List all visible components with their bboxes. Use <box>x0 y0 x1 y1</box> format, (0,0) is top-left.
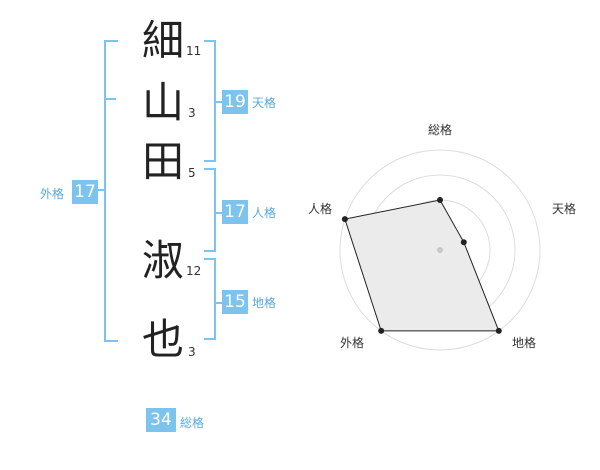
radar-center-dot <box>437 247 443 253</box>
stroke-count-3: 5 <box>188 166 196 180</box>
radar-axis-tenkaku: 天格 <box>552 202 577 216</box>
stroke-count-5: 3 <box>188 345 196 359</box>
gaikaku-bracket <box>104 40 118 342</box>
name-char-2: 山 <box>141 78 184 127</box>
radar-axis-chikaku: 地格 <box>512 336 537 350</box>
gaikaku-connector <box>92 189 104 191</box>
chikaku-connector <box>214 302 222 304</box>
name-char-1: 細 <box>141 16 184 65</box>
jinkaku-bracket <box>204 168 216 252</box>
radar-point <box>495 327 502 334</box>
gaikaku-label: 外格 <box>40 187 65 201</box>
tenkaku-connector <box>214 101 222 103</box>
radar-point <box>437 197 443 203</box>
radar-axis-gaikaku: 外格 <box>340 336 365 350</box>
chikaku-label: 地格 <box>252 296 277 310</box>
stroke-count-2: 3 <box>188 106 196 120</box>
radar-chart <box>339 149 541 351</box>
radar-axis-jinkaku: 人格 <box>308 202 333 216</box>
radar-axis-soukaku: 総格 <box>428 123 453 137</box>
soukaku-value-badge: 34 <box>146 408 176 432</box>
stroke-count-1: 11 <box>186 44 202 58</box>
tenkaku-value-badge: 19 <box>222 90 248 114</box>
bracket-divider <box>104 98 116 100</box>
radar-value-polygon <box>344 199 500 332</box>
tenkaku-label: 天格 <box>252 96 277 110</box>
name-char-4: 淑 <box>141 236 184 285</box>
chikaku-value-badge: 15 <box>222 290 248 314</box>
jinkaku-value-badge: 17 <box>222 200 248 224</box>
name-char-5: 也 <box>141 315 184 364</box>
radar-point <box>460 239 467 246</box>
chikaku-bracket <box>204 258 216 340</box>
name-char-3: 田 <box>141 137 184 186</box>
jinkaku-label: 人格 <box>252 206 277 220</box>
jinkaku-connector <box>214 212 222 214</box>
soukaku-label: 総格 <box>180 416 205 430</box>
radar-ring <box>339 149 541 351</box>
stroke-count-4: 12 <box>186 264 202 278</box>
gaikaku-value-badge: 17 <box>72 180 98 204</box>
radar-point <box>378 327 385 334</box>
radar-point <box>341 216 348 223</box>
